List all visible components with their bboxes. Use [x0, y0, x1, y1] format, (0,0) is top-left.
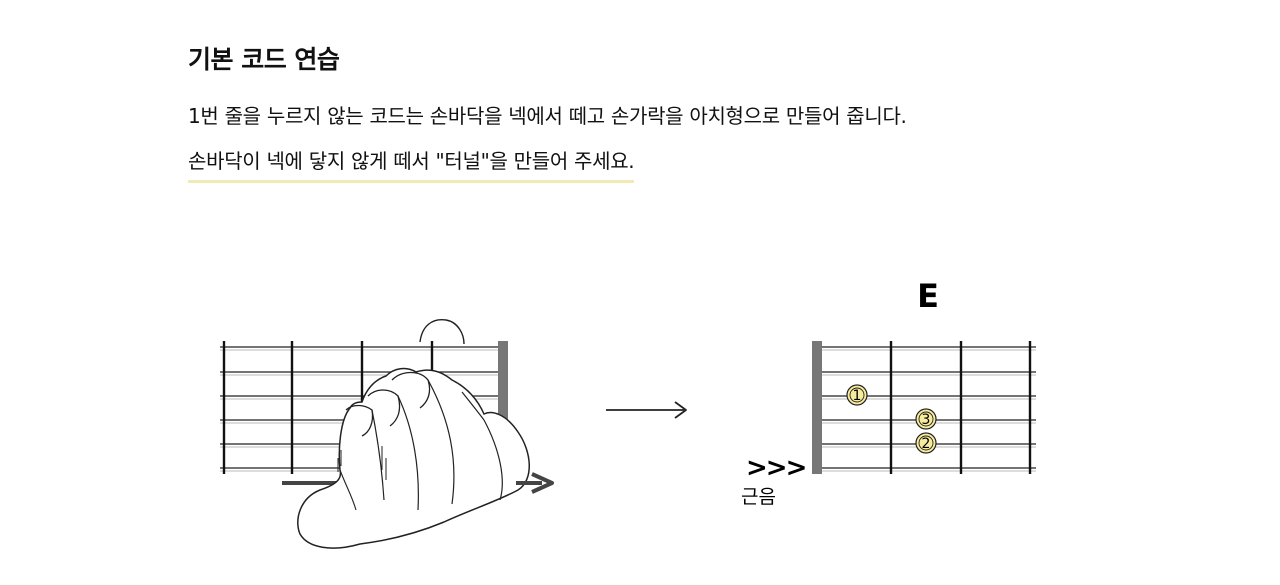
- chord-name: E: [917, 277, 939, 315]
- arrow-right-icon: [606, 401, 687, 419]
- finger-number: 2: [922, 436, 931, 452]
- hand-fretboard-illustration: [220, 319, 554, 549]
- root-note-arrows: >>>: [746, 453, 806, 483]
- finger-dot: 1: [846, 384, 868, 406]
- instruction-text: 1번 줄을 누르지 않는 코드는 손바닥을 넥에서 떼고 손가락을 아치형으로 …: [188, 104, 907, 128]
- finger-number: 3: [922, 412, 931, 428]
- finger-number: 1: [853, 388, 862, 404]
- section-title: 기본 코드 연습: [188, 45, 340, 74]
- root-note-label: 근음: [741, 486, 776, 508]
- chord-nut: [812, 341, 822, 474]
- highlighted-instruction: 손바닥이 넥에 닿지 않게 떼서 "터널"을 만들어 주세요.: [188, 145, 635, 183]
- finger-dot: 3: [915, 408, 937, 430]
- chord-chart: E 1 3 2 >>> 근음: [741, 277, 1036, 508]
- finger-dot: 2: [915, 432, 937, 454]
